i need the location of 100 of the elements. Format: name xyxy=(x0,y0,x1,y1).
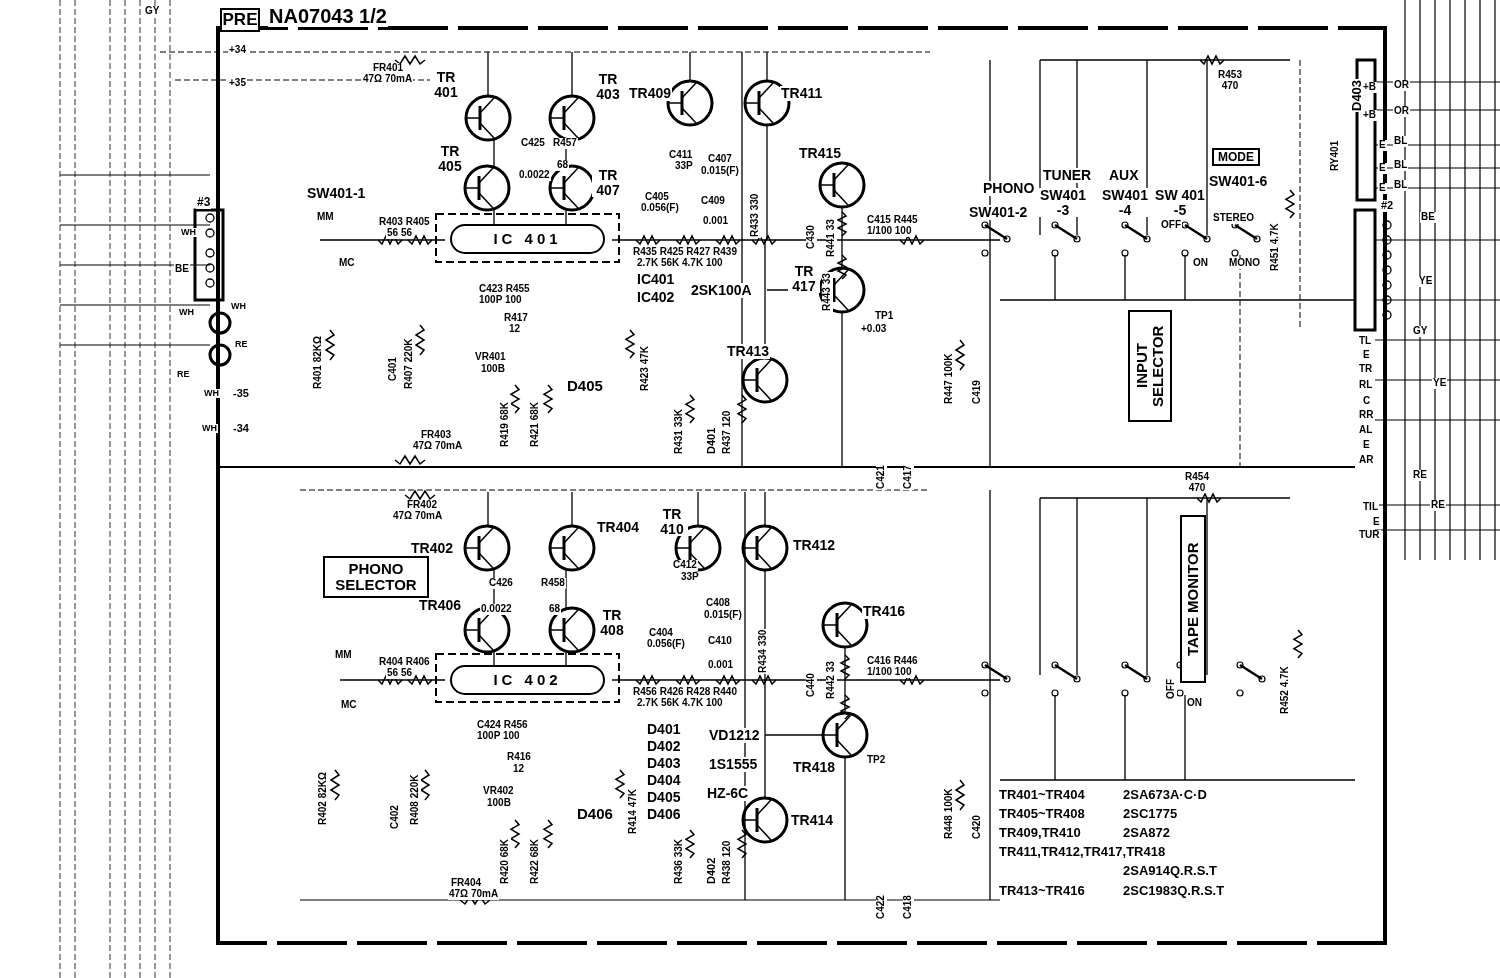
component-label: TR413~TR416 xyxy=(998,884,1086,898)
component-label: D405 xyxy=(646,790,682,805)
component-label: D401 xyxy=(646,722,682,737)
component-label: 47Ω 70mA xyxy=(412,441,464,452)
component-label: 2SA673A·C·D xyxy=(1122,788,1208,802)
component-label: WH xyxy=(230,302,247,312)
component-label: +35 xyxy=(228,78,247,89)
component-label: TL xyxy=(1358,336,1373,347)
component-label: MC xyxy=(340,700,358,711)
component-label: D402 xyxy=(706,856,718,885)
component-label: RY401 xyxy=(1330,139,1341,172)
component-label: C408 xyxy=(705,598,731,609)
component-label: FR402 xyxy=(406,500,438,511)
component-label: MC xyxy=(338,258,356,269)
component-label: 2SA872 xyxy=(1122,826,1171,840)
component-label: +34 xyxy=(228,45,247,56)
component-label: 1/100 100 xyxy=(866,226,913,237)
component-label: R435 R425 R427 R439 xyxy=(632,247,738,258)
component-label: 100P 100 xyxy=(478,295,523,306)
component-label: R422 68K xyxy=(530,837,541,885)
component-label: ON xyxy=(1186,698,1203,709)
section-tag: PRE xyxy=(220,8,260,32)
component-label: R447 100K xyxy=(944,352,955,405)
component-label: IC401 xyxy=(636,272,676,287)
component-label: TR xyxy=(1358,364,1374,375)
component-label: R443 33 xyxy=(822,272,833,312)
component-label: 47Ω 70mA xyxy=(362,74,414,85)
component-label: RL xyxy=(1358,380,1374,391)
component-label: 0.001 xyxy=(707,660,735,671)
component-label: OFF xyxy=(1166,678,1177,700)
component-label: C424 R456 xyxy=(476,720,529,731)
component-label: RE xyxy=(176,370,191,380)
component-label: SW401 -4 xyxy=(1100,188,1150,218)
component-label: D403 xyxy=(1350,78,1364,112)
component-label: 68 xyxy=(548,604,562,615)
component-label: VD1212 xyxy=(708,728,761,743)
component-label: 100P 100 xyxy=(476,731,521,742)
component-label: FR404 xyxy=(450,878,482,889)
component-label: #2 xyxy=(1380,200,1395,212)
component-label: TUNER xyxy=(1042,168,1093,183)
component-label: 47Ω 70mA xyxy=(448,889,500,900)
component-label: R404 R406 xyxy=(378,657,431,668)
component-label: TR415 xyxy=(798,146,843,161)
component-label: D402 xyxy=(646,739,682,754)
component-label: TR405~TR408 xyxy=(998,807,1086,821)
component-label: YE xyxy=(1418,276,1434,287)
component-label: TR416 xyxy=(862,604,907,619)
component-label: IC402 xyxy=(636,290,676,305)
component-label: 2.7K 56K 4.7K 100 xyxy=(636,258,724,269)
component-label: C440 xyxy=(806,672,817,698)
component-label: R401 82KΩ xyxy=(313,334,324,390)
component-label: R457 xyxy=(552,138,578,149)
component-label: 0.015(F) xyxy=(700,166,740,177)
component-label: R417 xyxy=(503,313,529,324)
component-label: FR401 xyxy=(372,63,404,74)
component-label: TR411 xyxy=(780,86,824,101)
component-label: WH xyxy=(201,424,218,434)
component-label: C409 xyxy=(700,196,726,207)
component-label: 2SC1983Q.R.S.T xyxy=(1122,884,1226,898)
component-label: MM xyxy=(334,650,353,661)
component-label: VR402 xyxy=(482,786,515,797)
component-label: C420 xyxy=(972,814,983,840)
component-label: R437 120 xyxy=(722,409,733,455)
component-label: R416 xyxy=(506,752,532,763)
component-label: TP1 xyxy=(874,311,895,322)
component-label: FR403 xyxy=(420,430,452,441)
component-label: SW401-2 xyxy=(968,205,1029,220)
component-label: R448 100K xyxy=(944,787,955,840)
component-label: R436 33K xyxy=(674,837,685,885)
component-label: 56 56 xyxy=(386,668,414,679)
component-label: TR406 xyxy=(418,598,463,613)
function-label-box: PHONO SELECTOR xyxy=(323,556,429,598)
component-label: BE xyxy=(174,264,190,275)
component-label: RE xyxy=(1412,470,1428,481)
component-label: TP2 xyxy=(866,755,887,766)
component-label: TR 417 xyxy=(788,264,820,294)
component-label: C417 xyxy=(903,464,914,490)
component-label: C404 xyxy=(648,628,674,639)
component-label: MONO xyxy=(1228,258,1262,269)
ic-package: IC 401 xyxy=(450,224,605,254)
component-label: E xyxy=(1378,163,1387,174)
component-label: WH xyxy=(180,228,197,238)
component-label: 56 56 xyxy=(386,228,414,239)
component-label: C426 xyxy=(488,578,514,589)
component-label: +B xyxy=(1362,110,1378,121)
component-label: 47Ω 70mA xyxy=(392,511,444,522)
function-label-box: INPUT SELECTOR xyxy=(1128,310,1172,422)
component-label: VR401 xyxy=(474,352,507,363)
component-label: OR xyxy=(1393,80,1410,91)
component-label: R434 330 xyxy=(758,628,769,674)
component-label: R441 33 xyxy=(826,218,837,258)
component-label: R452 4.7K xyxy=(1280,665,1291,715)
component-label: TUR xyxy=(1358,530,1381,541)
component-label: C402 xyxy=(390,804,401,830)
component-label: 33P xyxy=(674,161,694,172)
component-label: R420 68K xyxy=(500,837,511,885)
component-label: TR411,TR412,TR417,TR418 xyxy=(998,845,1167,859)
component-label: C407 xyxy=(707,154,733,165)
component-label: BL xyxy=(1393,136,1409,147)
component-label: PHONO xyxy=(982,181,1036,196)
